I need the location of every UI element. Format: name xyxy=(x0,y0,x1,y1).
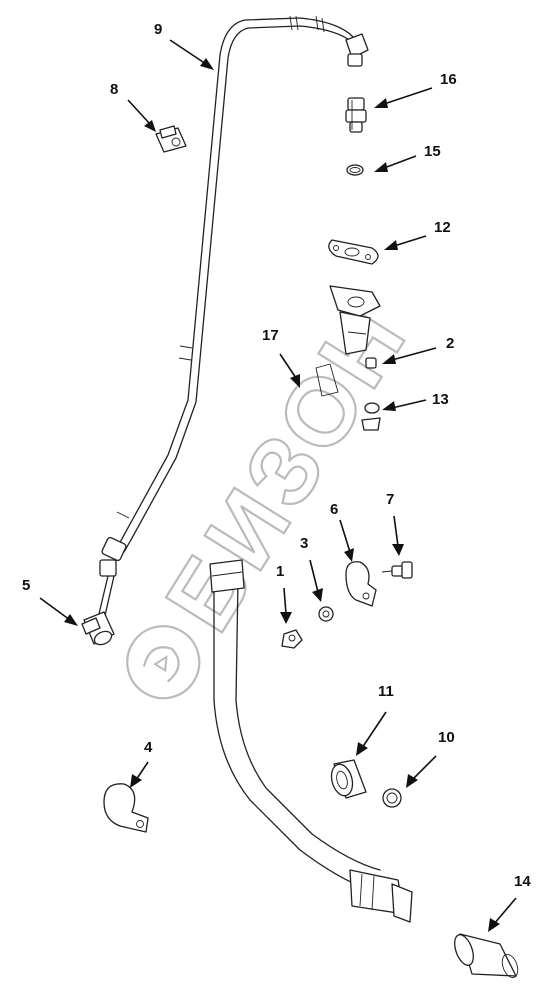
arrow-7 xyxy=(392,515,404,556)
part-14-tube xyxy=(454,933,519,978)
part-1-nut xyxy=(281,629,303,649)
callout-10: 10 xyxy=(438,729,455,746)
callout-15: 15 xyxy=(424,143,441,160)
arrow-1 xyxy=(280,587,292,624)
callout-9: 9 xyxy=(154,21,162,38)
part-11-plug xyxy=(330,759,367,799)
part-13-washer xyxy=(361,402,381,431)
part-15-oring xyxy=(346,164,364,176)
arrow-15 xyxy=(374,155,417,172)
watermark-text: БИЗОН xyxy=(146,286,428,649)
callout-17: 17 xyxy=(262,327,279,344)
arrow-6 xyxy=(339,519,354,562)
part-6-clamp xyxy=(345,561,377,607)
part-5-elbow xyxy=(81,611,115,646)
part-4-clamp xyxy=(103,783,149,833)
callout-8: 8 xyxy=(110,81,118,98)
part-10-oring xyxy=(382,788,402,808)
arrow-4 xyxy=(130,761,149,788)
part-16-fitting xyxy=(345,97,367,133)
main-hose xyxy=(209,559,413,923)
arrow-11 xyxy=(356,711,387,756)
callout-4: 4 xyxy=(144,739,153,756)
part-2-bolt xyxy=(365,357,377,369)
arrow-10 xyxy=(406,755,437,788)
arrow-12 xyxy=(384,235,427,250)
arrow-16 xyxy=(374,87,433,108)
part-7-bolt xyxy=(381,561,413,579)
callout-5: 5 xyxy=(22,577,30,594)
arrow-14 xyxy=(488,897,517,932)
arrow-9 xyxy=(169,39,214,70)
drain-adapter xyxy=(329,285,381,355)
part-9-pipe xyxy=(115,15,359,553)
arrow-5 xyxy=(39,597,78,626)
callout-2: 2 xyxy=(446,335,454,352)
pipe-9-lower-segment xyxy=(97,575,115,621)
part-3-washer xyxy=(318,606,334,622)
arrow-13 xyxy=(382,399,427,411)
callout-14: 14 xyxy=(514,873,531,890)
arrow-2 xyxy=(382,347,437,364)
callout-13: 13 xyxy=(432,391,449,408)
callout-11: 11 xyxy=(378,683,394,700)
callout-7: 7 xyxy=(386,491,394,508)
callout-3: 3 xyxy=(300,535,308,552)
callout-16: 16 xyxy=(440,71,457,88)
callout-1: 1 xyxy=(276,563,284,580)
arrow-8 xyxy=(127,99,156,132)
callout-12: 12 xyxy=(434,219,451,236)
watermark-logo-icon xyxy=(126,625,201,700)
callout-6: 6 xyxy=(330,501,338,518)
arrow-17 xyxy=(279,353,300,388)
pipe-9-nut xyxy=(99,536,127,577)
part-17-ghost-tube xyxy=(315,363,339,397)
part-9-end-fitting xyxy=(345,33,369,67)
part-12-gasket xyxy=(328,239,379,265)
part-8-clip xyxy=(155,125,187,153)
watermark: БИЗОН xyxy=(126,285,429,700)
arrow-3 xyxy=(309,559,323,602)
